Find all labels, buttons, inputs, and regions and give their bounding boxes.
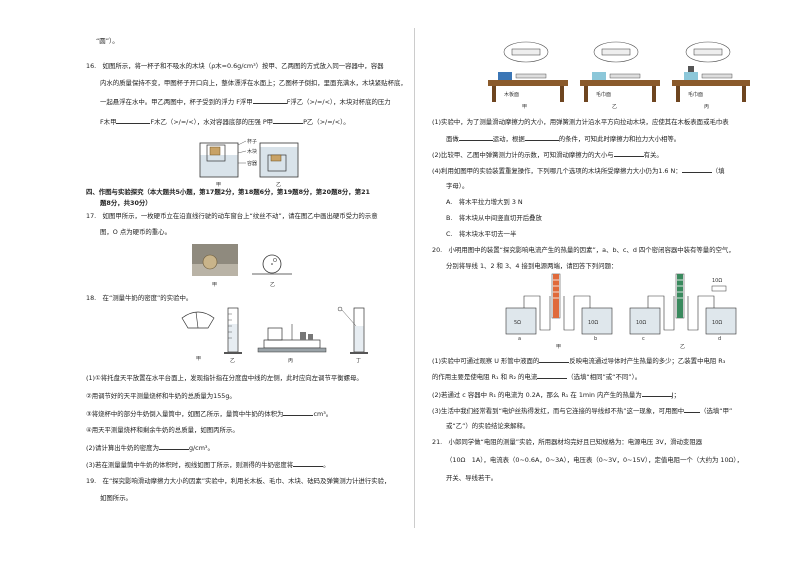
q20-label-d: d <box>718 336 721 342</box>
q17-label-yi: 乙 <box>270 281 275 288</box>
q20-line2: 分别将导线 1、2 和 3、4 接到电源两端，请回答下列问题： <box>446 262 618 270</box>
q20-step2: (2)若通过 c 容器中 R₁ 的电流为 0.2A，那么 R₁ 在 1min 内… <box>432 390 680 399</box>
q19-fig-label-a: 木板面 <box>504 91 519 98</box>
q18-label-jia: 甲 <box>196 356 201 362</box>
q20-res-b: 10Ω <box>588 320 598 326</box>
q20-blank-level[interactable] <box>539 356 570 363</box>
q17-label-jia: 甲 <box>212 282 217 288</box>
q20-blank-current[interactable] <box>537 372 568 379</box>
q16-label-box: 容器 <box>247 160 257 167</box>
q19-fig-label-c: 毛巾面 <box>688 91 703 98</box>
q18-label-yi: 乙 <box>230 357 235 364</box>
q20-step3: (3)生活中我们经常看到“电炉丝热得发红，而与它连接的导线却不热”这一现象，可用… <box>432 406 733 415</box>
q19-step4-cont: 字母）。 <box>446 182 469 190</box>
q18-blank-density[interactable] <box>158 443 189 450</box>
q16-blank3[interactable] <box>273 117 304 124</box>
q19-blank-condition[interactable] <box>524 134 559 141</box>
q19-fig-bing: 丙 <box>704 104 709 110</box>
q19-line1: 19. 在“探究影响滑动摩擦力大小的因素”实验中，利用长木板、毛巾、木块、砝码及… <box>86 477 391 485</box>
column-divider <box>414 28 415 528</box>
q19-blank-factor[interactable] <box>613 150 644 157</box>
q19-figure: 木板面 甲 毛巾面 乙 毛巾面 丙 <box>488 41 750 110</box>
q19-step4: (4)利用如图甲的实验装置重复操作，下列哪几个选项的木块所受摩擦力大小仍为1.6… <box>432 166 725 175</box>
q18-step6: (3)若在测量量筒中牛奶的体积时，视线如图丁所示，则测得的牛奶密度将。 <box>86 460 330 469</box>
q19-fig-jia: 甲 <box>522 104 527 110</box>
q19-step2: (2)比较甲、乙图中弹簧测力计的示数，可知滑动摩擦力的大小与有关。 <box>432 150 663 159</box>
q17-label-o: O <box>273 258 277 264</box>
q16-line2: 内水的质量保持不变，甲图杯子开口向上，整体漂浮在水面上；乙图杯子倒扣，里面充满水… <box>100 79 407 87</box>
q20-label-a: a <box>518 336 521 342</box>
q20-res-d: 10Ω <box>712 320 722 326</box>
section4-heading: 四、作图与实验探究（本大题共5小题，第17题2分，第18题6分，第19题8分，第… <box>86 188 370 196</box>
q18-blank-effect[interactable] <box>293 460 324 467</box>
q20-step3-cont: 或“乙”）的实验结论来解释。 <box>446 422 530 430</box>
q20-res-a: 5Ω <box>514 320 521 326</box>
q17-line2: 图，O 点为硬币的重心。 <box>100 228 171 236</box>
q20-step1: (1)实验中可通过观察 U 形管中液面的反映电流通过导体时产生热量的多少；乙装置… <box>432 356 726 365</box>
q18-label-ding: 丁 <box>356 358 361 364</box>
q19-step1-cont: 面做运动，根据的条件，可知此时摩擦力和拉力大小相等。 <box>446 134 681 143</box>
q20-label-b: b <box>594 336 597 342</box>
q16-figure: 杯子 木块 容器 甲 乙 <box>199 138 299 188</box>
q20-step1-cont: 的作用主要是使电阻 R₁ 和 R₂ 的电流（选填“相同”或“不同”）。 <box>432 372 642 381</box>
q18-line1: 18. 在“测量牛奶的密度”的实验中。 <box>86 294 193 302</box>
q21-line1: 21. 小郎同学做“电阻的测量”实验，所用器材均完好且已知规格为：电源电压 3V… <box>432 438 703 446</box>
q21-line2: （10Ω 1A），电流表（0~0.6A，0~3A），电压表（0~3V，0~15V… <box>446 456 744 464</box>
q20-label-jia: 甲 <box>556 344 561 350</box>
q20-label-yi: 乙 <box>680 343 685 350</box>
q20-blank-figure[interactable] <box>684 406 701 413</box>
q18-step4: ④用天平测量烧杯和剩余牛奶的总质量，如图丙所示。 <box>86 426 239 434</box>
section4-heading-cont: 题8分，共30分） <box>100 199 152 207</box>
q17-line1: 17. 如图甲所示，一枚硬币立在沿直线行驶的动车窗台上“纹丝不动”，请在图乙中画… <box>86 212 378 220</box>
q16-label-wood: 木块 <box>247 148 257 155</box>
q20-res-top: 10Ω <box>712 278 722 284</box>
q19-line2: 如图所示。 <box>100 494 132 502</box>
q16-line1: 16. 如图所示，将一杯子和不吸水的木块（ρ木=0.6g/cm³）按甲、乙两图的… <box>86 62 384 70</box>
q18-label-bing: 丙 <box>288 358 293 364</box>
q18-figure: 甲 乙 丙 丁 <box>181 306 368 364</box>
q19-option-b: B. 将木块从中间竖直切开后叠放 <box>446 214 542 222</box>
q16-label-yi: 乙 <box>276 181 281 188</box>
q19-option-c: C. 将木块水平切去一半 <box>446 230 517 238</box>
q19-option-a: A. 将木平拉力增大到 3 N <box>446 198 523 206</box>
q19-step1: (1)实验中，为了测量滑动摩擦力的大小，用弹簧测力计沿水平方向拉动木块，应使其在… <box>432 118 729 126</box>
q20-blank-heat[interactable] <box>641 390 672 397</box>
q20-figure: 5Ω 10Ω a b 甲 10Ω 10Ω 10Ω c d 乙 <box>505 273 737 350</box>
q20-label-c: c <box>642 336 645 342</box>
q17-figure: O 甲 乙 <box>192 244 292 288</box>
q16-label-jia: 甲 <box>216 182 221 188</box>
q18-blank-volume[interactable] <box>283 409 314 416</box>
q18-step1: (1)①将托盘天平放置在水平台面上，发现指针指在分度盘中线的左侧，此时应向左调节… <box>86 374 363 382</box>
prev-question-tail: “圆”）。 <box>96 37 119 45</box>
q16-blank2[interactable] <box>116 117 151 124</box>
q19-blank-options[interactable] <box>681 166 712 173</box>
q20-line1: 20. 小明用图中的装置“探究影响电流产生的热量的因素”，a、b、c、d 四个密… <box>432 246 735 254</box>
q19-fig-yi: 乙 <box>612 103 617 110</box>
q16-blank1[interactable] <box>252 97 287 104</box>
q20-res-c: 10Ω <box>636 320 646 326</box>
q19-fig-label-b: 毛巾面 <box>596 91 611 98</box>
q19-blank-motion[interactable] <box>458 134 493 141</box>
q18-step2: ②用调节好的天平测量烧杯和牛奶的总质量为155g。 <box>86 392 236 400</box>
q21-line3: 开关、导线若干。 <box>446 474 498 482</box>
q16-label-cup: 杯子 <box>247 138 257 145</box>
